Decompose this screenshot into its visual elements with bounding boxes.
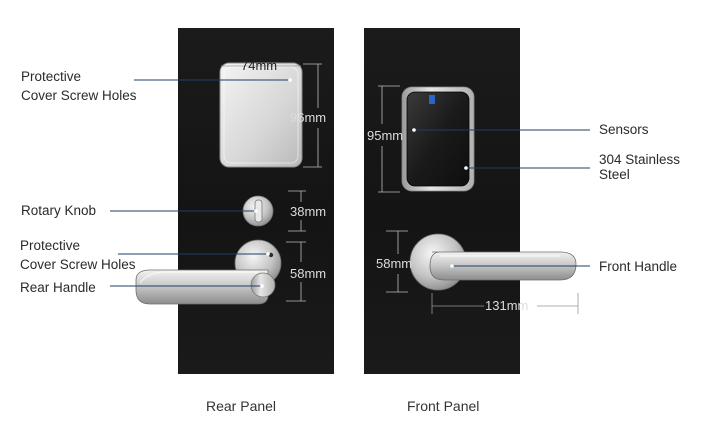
label-rotary-knob: Rotary Knob (21, 203, 97, 218)
front-handle (409, 233, 577, 291)
front-handle-height-dimension (386, 230, 408, 293)
dimension-knob-height: 38mm (290, 204, 327, 219)
callout-dots (254, 78, 468, 288)
dimension-reader-height: 95mm (367, 128, 404, 143)
label-cover-screw-holes-top-line1: Protective (21, 69, 82, 84)
dimension-cover-width: 74mm (241, 58, 278, 73)
label-sensors: Sensors (599, 122, 649, 137)
dimension-front-handle-length: 131mm (485, 298, 529, 313)
dimension-rear-handle-height: 58mm (290, 266, 327, 281)
caption-rear-panel: Rear Panel (206, 398, 277, 414)
dimension-cover-height: 96mm (290, 110, 327, 125)
label-stainless-steel-line2: Steel (599, 167, 630, 182)
callout-lines (110, 79, 590, 287)
dimension-front-handle-height: 58mm (376, 256, 413, 271)
label-rear-handle: Rear Handle (20, 280, 96, 295)
front-handle-length-dimension (431, 293, 579, 314)
rear-cover-plate (219, 62, 303, 168)
label-front-handle: Front Handle (599, 259, 678, 274)
rear-cover-height-dimension (303, 63, 322, 168)
reader-height-dimension (378, 85, 400, 193)
caption-front-panel: Front Panel (407, 398, 480, 414)
knob-height-dimension (288, 190, 306, 232)
rotary-knob (242, 195, 274, 227)
label-cover-screw-holes-bottom-line1: Protective (20, 238, 81, 253)
rear-handle-height-dimension (286, 241, 306, 302)
label-stainless-steel-line1: 304 Stainless (599, 152, 681, 167)
card-reader (401, 86, 475, 192)
label-cover-screw-holes-top-line2: Cover Screw Holes (21, 88, 137, 103)
rear-handle (135, 239, 282, 305)
label-cover-screw-holes-bottom-line2: Cover Screw Holes (20, 257, 136, 272)
sensor-indicator-light (429, 95, 435, 104)
